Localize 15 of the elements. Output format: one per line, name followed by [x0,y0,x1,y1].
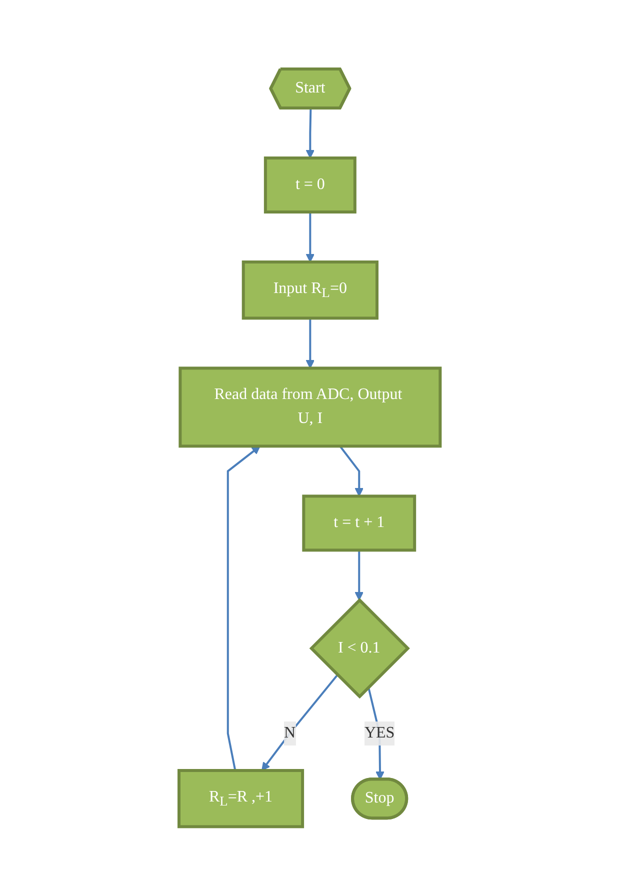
arrow [306,108,314,159]
node-box: t = 0 [264,156,356,214]
node-box: R$_{L}$=R ,+1 [177,769,304,828]
arrow [354,550,364,601]
arrow [339,446,364,497]
edge-label: N [284,724,296,742]
node-box: Read data from ADC, Output U, I [178,366,442,448]
edge-label: YES [364,724,395,742]
arrow [226,446,260,771]
arrow [306,318,314,369]
node-box: Input R$_{L}$=0 [242,260,378,320]
node-diamond: I < 0.1 [309,598,410,699]
arrow [261,674,338,772]
arrow [306,212,314,263]
node-box: t = t + 1 [302,494,416,552]
